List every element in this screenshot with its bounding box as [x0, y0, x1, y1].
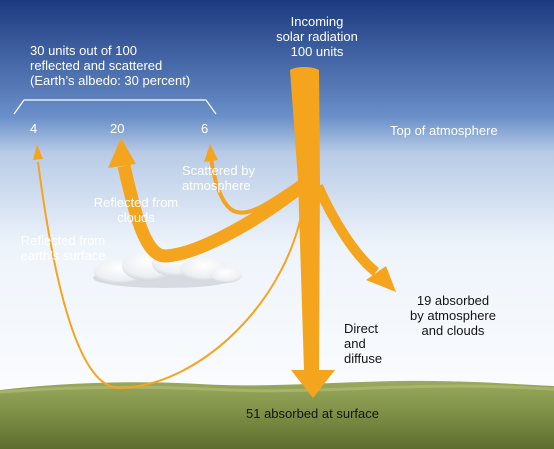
direct-diffuse-label: Direct and diffuse	[344, 321, 383, 366]
value-cloud-reflection: 20	[110, 121, 125, 136]
value-surface-reflection: 4	[30, 121, 38, 136]
absorbed-by-atmosphere-label: 19 absorbed by atmosphere and clouds	[410, 293, 496, 338]
atmospheric-absorption-arrowhead	[366, 266, 396, 292]
scattered-by-atmosphere-label: Scattered by atmosphere	[182, 163, 255, 193]
top-of-atmosphere-label: Top of atmosphere	[390, 123, 498, 138]
reflected-from-clouds-label: Reflected from clouds	[93, 195, 179, 225]
atmospheric-absorption-arrow	[313, 183, 380, 276]
atmosphere-scatter-arrow	[209, 157, 302, 215]
incoming-radiation-arrow	[290, 67, 335, 398]
albedo-summary-label: 30 units out of 100 reflected and scatte…	[30, 43, 191, 88]
atmosphere-scatter-arrowhead	[204, 144, 218, 162]
cloud-reflection-arrowhead	[108, 138, 136, 168]
incoming-radiation-label: Incoming solar radiation 100 units	[276, 14, 358, 59]
absorbed-at-surface-label: 51 absorbed at surface	[246, 406, 379, 421]
surface-reflection-arrowhead	[33, 144, 43, 160]
cloud-reflection-arrow	[117, 164, 309, 263]
ground-surface	[0, 380, 554, 449]
reflected-from-surface-label: Reflected from earth’s surface	[20, 233, 106, 263]
surface-reflection-arrow	[37, 161, 305, 390]
albedo-bracket	[13, 99, 217, 115]
ground-highlight	[0, 384, 554, 394]
value-atmosphere-scatter: 6	[201, 121, 209, 136]
